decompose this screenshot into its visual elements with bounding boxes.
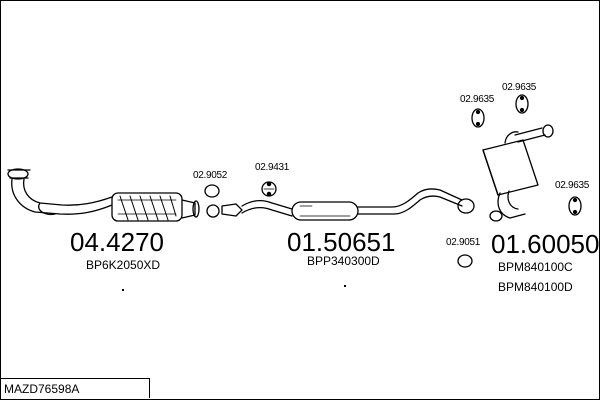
center-pipe-silencer[interactable] [241,188,475,221]
hanger-right[interactable] [568,196,582,216]
label-hanger-right: 02.9635 [555,180,590,191]
rear-silencer[interactable] [482,124,554,222]
front-pipe-catalyst[interactable] [7,168,200,222]
part-number-center-pipe: 01.50651 [287,227,396,257]
dot-marker [344,285,346,287]
label-hanger-front: 02.9431 [255,162,290,173]
part-code-rear-silencer: BPM840100C [498,260,573,274]
gasket-front[interactable] [204,184,220,198]
part-number-rear-silencer: 01.60050 [491,229,600,259]
reference-box: MAZD76598A [0,378,150,398]
hanger-top-left[interactable] [471,108,485,128]
part-number-front-pipe: 04.4270 [70,227,164,257]
part-code-front-pipe: BP6K2050XD [86,258,161,272]
flange-coupling[interactable] [206,203,243,218]
hanger-front[interactable] [261,181,277,197]
label-gasket-front: 02.9052 [193,170,228,181]
part-code-center-pipe: BPP340300D [307,254,380,268]
label-hanger-top-right: 02.9635 [502,82,537,93]
hanger-top-right[interactable] [515,94,529,114]
label-hanger-top-left: 02.9635 [460,94,495,105]
reference-number: MAZD76598A [4,382,80,396]
gasket-rear[interactable] [457,254,473,268]
part-code-rear-silencer-alt: BPM840100D [498,280,573,294]
dot-marker [122,289,124,291]
label-gasket-rear: 02.9051 [446,237,481,248]
